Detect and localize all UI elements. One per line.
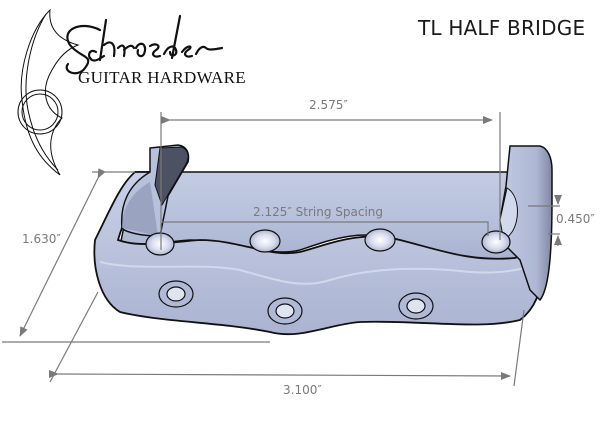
bridge-body <box>93 144 553 336</box>
mounting-holes-front <box>158 280 434 325</box>
brand-subtitle: GUITAR HARDWARE <box>78 68 246 87</box>
hole-3 <box>364 228 396 252</box>
hole-2 <box>249 229 281 253</box>
brand-script-logo <box>65 14 224 75</box>
dimension-inner-width: 2.575″ <box>309 98 348 112</box>
brand-logo-mark <box>17 8 80 176</box>
hole-1 <box>145 232 175 256</box>
string-holes-top <box>145 228 511 256</box>
dimension-overall-width: 3.100″ <box>283 383 322 397</box>
dimension-string-spacing: 2.125″ String Spacing <box>253 205 384 219</box>
hole-4 <box>481 230 511 254</box>
product-title: TL HALF BRIDGE <box>418 16 586 40</box>
dimension-lines <box>2 112 562 387</box>
dimension-side-wall-height: 0.450″ <box>556 212 595 226</box>
dimension-depth: 1.630″ <box>22 232 61 246</box>
